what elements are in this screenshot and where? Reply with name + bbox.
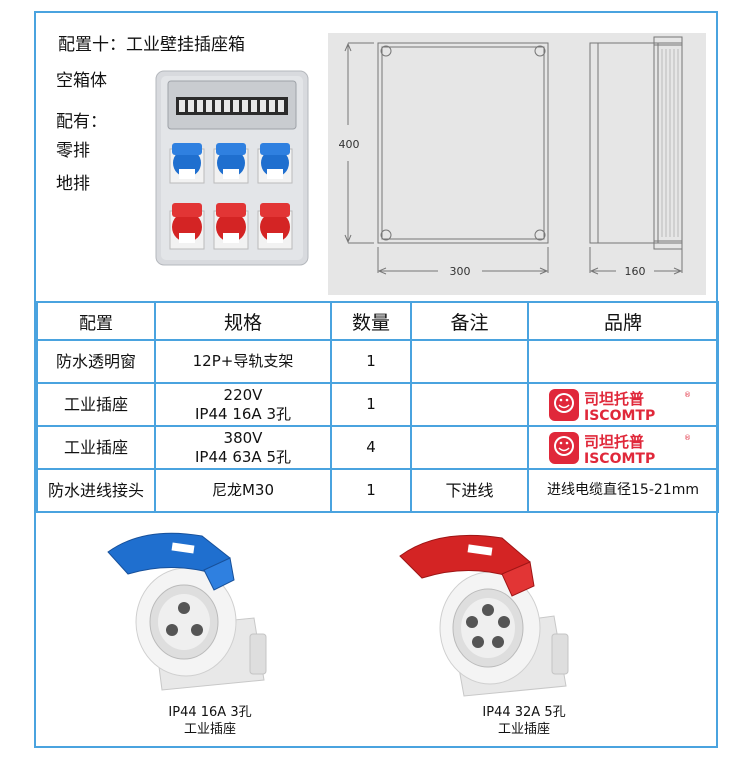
table-header-row: 配置 规格 数量 备注 品牌 [36, 301, 719, 341]
red-socket-model: IP44 32A 5孔 [482, 705, 566, 720]
table-row: 防水进线接头 尼龙M30 1 下进线 进线电缆直径15-21mm [36, 468, 719, 513]
dimension-drawing: 400 300 160 [328, 33, 706, 295]
row-config: 工业插座 [36, 382, 156, 427]
product-title: 配置十：工业壁挂插座箱 [58, 35, 245, 55]
blue-socket-model: IP44 16A 3孔 [168, 705, 252, 720]
row-config: 工业插座 [36, 425, 156, 470]
row-spec: 12P+导轨支架 [154, 339, 332, 384]
row-note [410, 425, 529, 470]
spec-rating: IP44 63A 5孔 [195, 447, 291, 466]
row-qty: 4 [330, 425, 412, 470]
row-config: 防水进线接头 [36, 468, 156, 513]
row-note [410, 339, 529, 384]
row-note [410, 382, 529, 427]
header-brand: 品牌 [527, 301, 719, 341]
row-config: 防水透明窗 [36, 339, 156, 384]
red-socket-name: 工业插座 [497, 722, 550, 737]
row-qty: 1 [330, 339, 412, 384]
equipped-label: 配有： [56, 112, 107, 132]
socket-box-photo [155, 70, 309, 266]
row-brand: 司坦托普 ® ISCOMTP [527, 425, 719, 470]
top-section: 配置十：工业壁挂插座箱 空箱体 配有： 零排 地排 [36, 13, 716, 300]
svg-text:ISCOMTP: ISCOMTP [584, 408, 655, 423]
height-dimension: 400 [339, 138, 360, 151]
row-qty: 1 [330, 468, 412, 513]
header-qty: 数量 [330, 301, 412, 341]
blue-socket-caption: IP44 16A 3孔 工业插座 [140, 704, 280, 738]
header-note: 备注 [410, 301, 529, 341]
header-config: 配置 [36, 301, 156, 341]
table-row: 工业插座 220V IP44 16A 3孔 1 司坦托普 ® ISCOMTP [36, 382, 719, 427]
red-sockets [169, 203, 293, 250]
empty-box-label: 空箱体 [56, 71, 107, 91]
blue-sockets [169, 143, 293, 184]
header-spec: 规格 [154, 301, 332, 341]
spec-rating: IP44 16A 3孔 [195, 404, 291, 423]
svg-text:®: ® [684, 434, 691, 442]
blue-socket-name: 工业插座 [183, 722, 236, 737]
depth-dimension: 160 [625, 265, 646, 278]
row-brand: 司坦托普 ® ISCOMTP [527, 382, 719, 427]
row-qty: 1 [330, 382, 412, 427]
svg-text:司坦托普: 司坦托普 [584, 390, 644, 408]
svg-text:®: ® [684, 391, 691, 399]
svg-text:ISCOMTP: ISCOMTP [584, 451, 655, 466]
spec-voltage: 220V [223, 385, 263, 404]
row-spec: 220V IP44 16A 3孔 [154, 382, 332, 427]
row-spec: 380V IP44 63A 5孔 [154, 425, 332, 470]
width-dimension: 300 [450, 265, 471, 278]
red-socket-caption: IP44 32A 5孔 工业插座 [454, 704, 594, 738]
row-note: 下进线 [410, 468, 529, 513]
svg-text:司坦托普: 司坦托普 [584, 433, 644, 451]
row-brand: 进线电缆直径15-21mm [527, 468, 719, 513]
ground-bar-label: 地排 [56, 174, 90, 194]
blue-socket-illustration [107, 532, 267, 691]
table-row: 工业插座 380V IP44 63A 5孔 4 司坦托普 ® ISCOMTP [36, 425, 719, 470]
brand-logo: 司坦托普 ® ISCOMTP [529, 387, 717, 423]
spec-voltage: 380V [223, 428, 263, 447]
row-spec: 尼龙M30 [154, 468, 332, 513]
row-brand [527, 339, 719, 384]
spec-table: 配置 规格 数量 备注 品牌 防水透明窗 12P+导轨支架 1 工业插座 220… [36, 301, 719, 513]
neutral-bar-label: 零排 [56, 141, 90, 161]
table-row: 防水透明窗 12P+导轨支架 1 [36, 339, 719, 384]
red-socket-illustration [399, 534, 569, 697]
brand-logo: 司坦托普 ® ISCOMTP [529, 430, 717, 466]
